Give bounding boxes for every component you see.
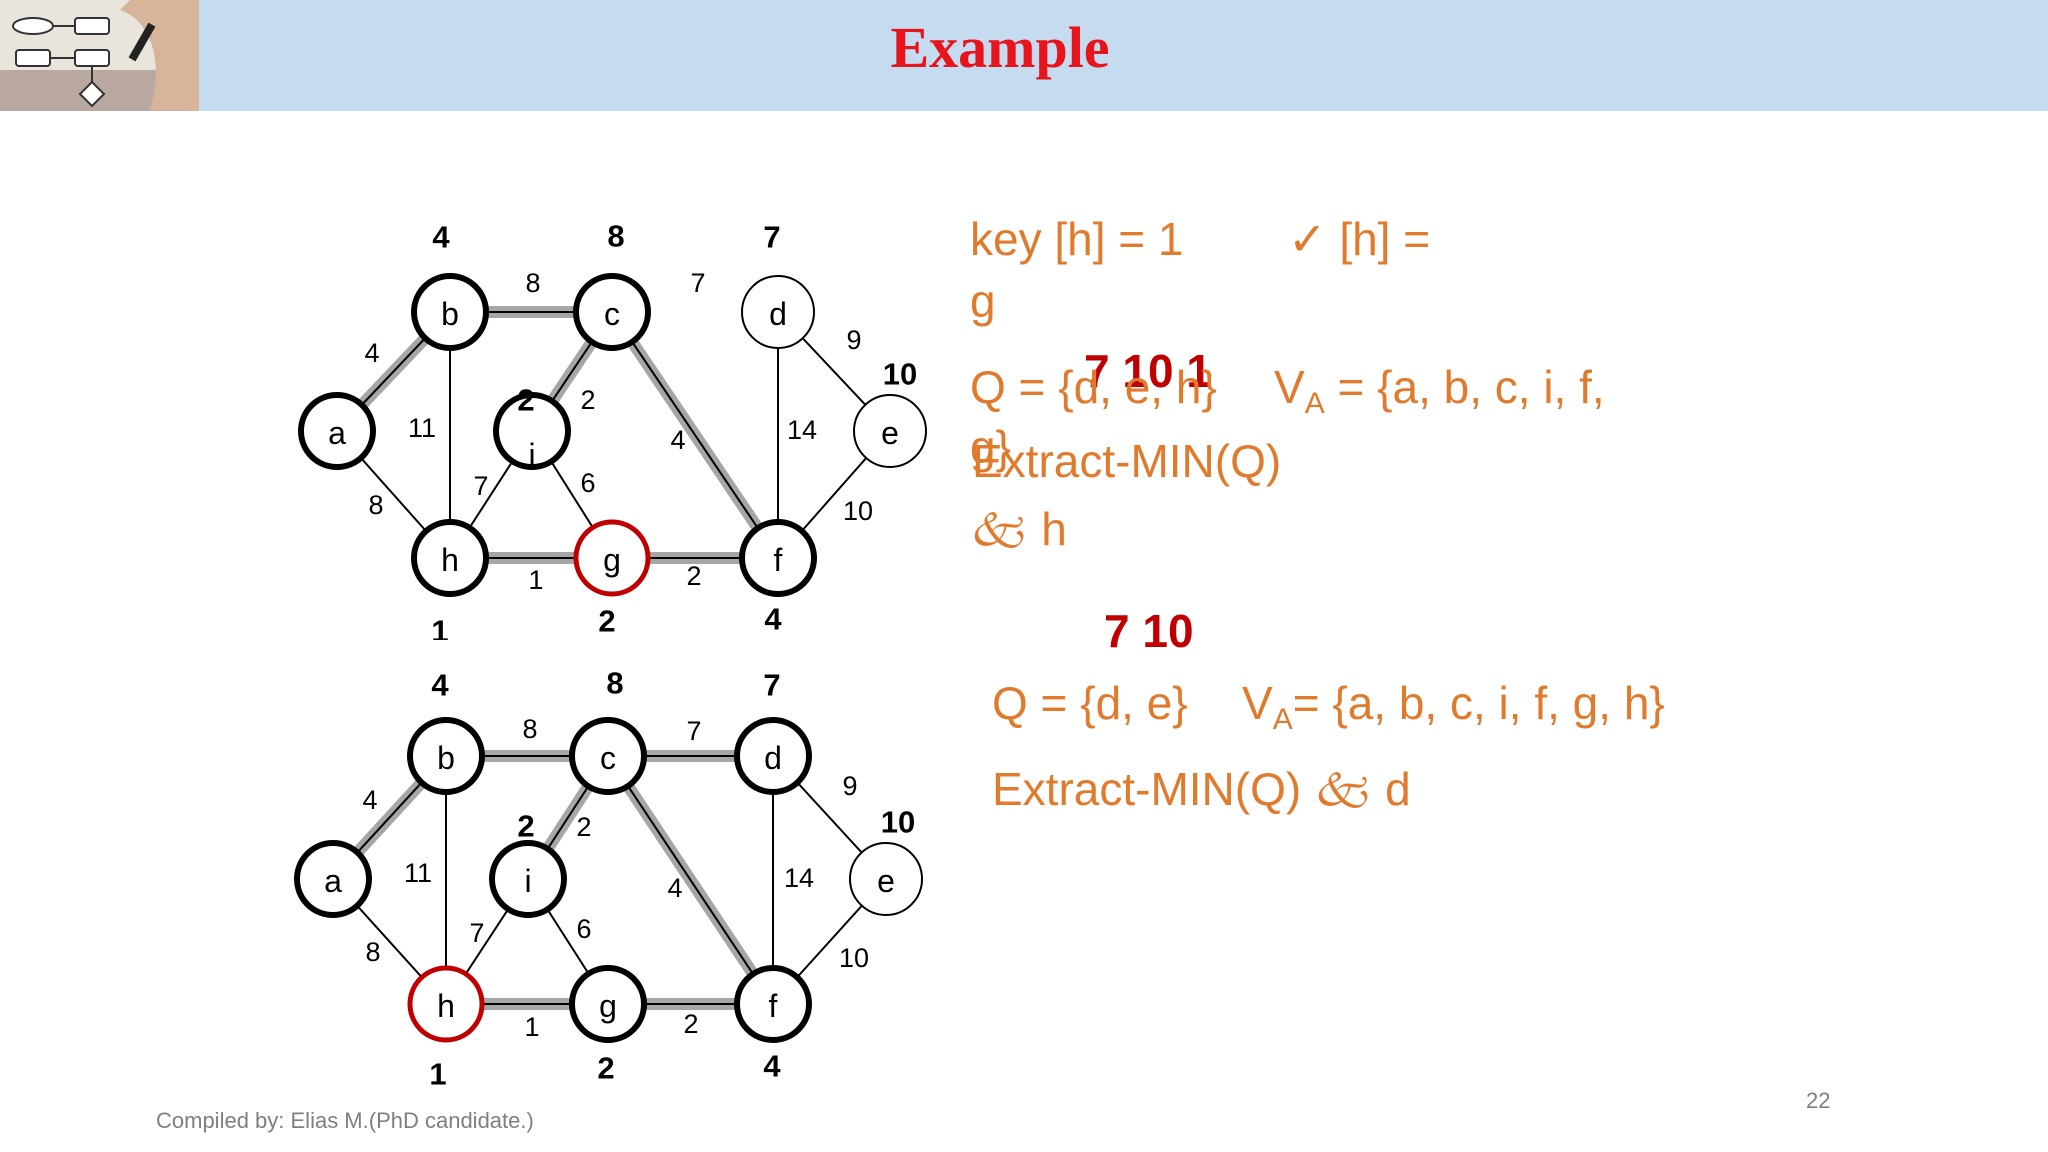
extract-step2: Extract-MIN(Q) 🙵 d xyxy=(992,756,1411,834)
va-step2: VA= {a, b, c, i, f, g, h} xyxy=(1242,676,1665,737)
key-i: 2 xyxy=(517,383,534,418)
weight-ih: 7 xyxy=(469,918,484,948)
q-step2: Q = {d, e} xyxy=(992,676,1188,730)
graph-2-svg: 4 8 7 9 8 11 2 7 6 4 14 10 1 2 a b c d e… xyxy=(280,648,960,1088)
weight-cf: 4 xyxy=(670,425,685,455)
node-d-label: d xyxy=(769,296,787,332)
key-i: 2 xyxy=(517,809,534,844)
node-h-label: h xyxy=(437,988,455,1024)
weight-bc: 8 xyxy=(525,268,540,298)
graph-step-2: 4 8 7 9 8 11 2 7 6 4 14 10 1 2 a b c d e… xyxy=(280,648,960,1088)
key-b: 4 xyxy=(431,668,449,703)
weight-ig: 6 xyxy=(580,468,595,498)
weight-ig: 6 xyxy=(576,914,591,944)
key-f: 4 xyxy=(764,602,782,637)
weight-df: 14 xyxy=(784,863,814,893)
key-d: 7 xyxy=(763,668,780,703)
weight-ci: 2 xyxy=(580,385,595,415)
weight-gf: 2 xyxy=(686,561,701,591)
node-i-label: i xyxy=(528,437,535,473)
node-b-label: b xyxy=(437,740,455,776)
weight-ab: 4 xyxy=(364,338,379,368)
weight-cd: 7 xyxy=(686,716,701,746)
weight-gf: 2 xyxy=(683,1009,698,1039)
key-b: 4 xyxy=(432,220,450,255)
page-number: 22 xyxy=(1806,1088,1830,1114)
graph-step-1: 4 8 7 9 8 11 2 7 6 4 14 10 1 2 a b c d e… xyxy=(280,200,960,640)
key-h: 1 xyxy=(429,1057,446,1089)
node-e-label: e xyxy=(877,863,895,899)
key-h: 1 xyxy=(431,614,448,641)
node-i-label: i xyxy=(524,863,531,899)
node-c-label: c xyxy=(600,740,616,776)
weight-ef: 10 xyxy=(843,496,873,526)
node-b-label: b xyxy=(441,296,459,332)
key-c: 8 xyxy=(606,666,623,701)
weight-bh: 11 xyxy=(408,413,436,443)
weight-df: 14 xyxy=(787,415,817,445)
key-e: 10 xyxy=(881,805,915,840)
node-d-label: d xyxy=(764,740,782,776)
key-f: 4 xyxy=(763,1049,781,1084)
extract-step1-result: 🙵 h xyxy=(970,496,1067,574)
weight-ih: 7 xyxy=(473,471,488,501)
extract-step1: Extract-MIN(Q) xyxy=(972,434,1281,488)
weight-cd: 7 xyxy=(690,268,705,298)
node-c-label: c xyxy=(604,296,620,332)
node-g-label: g xyxy=(603,542,621,578)
footer-credit: Compiled by: Elias M.(PhD candidate.) xyxy=(156,1108,534,1134)
weight-de: 9 xyxy=(846,325,861,355)
weight-ab: 4 xyxy=(362,785,377,815)
weight-hg: 1 xyxy=(528,565,543,595)
node-g-label: g xyxy=(599,988,617,1024)
node-f-label: f xyxy=(774,542,783,578)
edge-cf xyxy=(608,756,773,1004)
key-d: 7 xyxy=(763,220,780,255)
node-f-label: f xyxy=(769,988,778,1024)
weight-bh: 11 xyxy=(404,858,432,888)
node-a-label: a xyxy=(324,863,342,899)
graph-1-svg: 4 8 7 9 8 11 2 7 6 4 14 10 1 2 a b c d e… xyxy=(280,200,960,640)
key-g: 2 xyxy=(597,1051,614,1086)
key-e: 10 xyxy=(883,357,917,392)
pi-h-text: ✓ [h] = xyxy=(1288,212,1430,266)
node-h-label: h xyxy=(441,542,459,578)
key-h-text: key [h] = 1 xyxy=(970,212,1184,266)
weight-de: 9 xyxy=(842,771,857,801)
weight-hg: 1 xyxy=(524,1012,539,1042)
weight-ah: 8 xyxy=(365,937,380,967)
key-g: 2 xyxy=(598,604,615,639)
q-keys-step2: 7 10 xyxy=(1104,604,1194,658)
weight-ci: 2 xyxy=(576,812,591,842)
q-step1: Q = {d, e, h} xyxy=(970,360,1217,414)
slide-header: Example xyxy=(0,0,2048,111)
edge-cf xyxy=(612,312,778,558)
weight-bc: 8 xyxy=(522,714,537,744)
pi-h-value: g xyxy=(970,274,996,328)
node-e-label: e xyxy=(881,415,899,451)
weight-ah: 8 xyxy=(368,490,383,520)
weight-ef: 10 xyxy=(839,943,869,973)
key-c: 8 xyxy=(607,219,624,254)
weight-cf: 4 xyxy=(667,873,682,903)
va-step1: VA = {a, b, c, i, f, xyxy=(1274,360,1605,421)
slide-title: Example xyxy=(0,14,2000,81)
node-a-label: a xyxy=(328,415,346,451)
